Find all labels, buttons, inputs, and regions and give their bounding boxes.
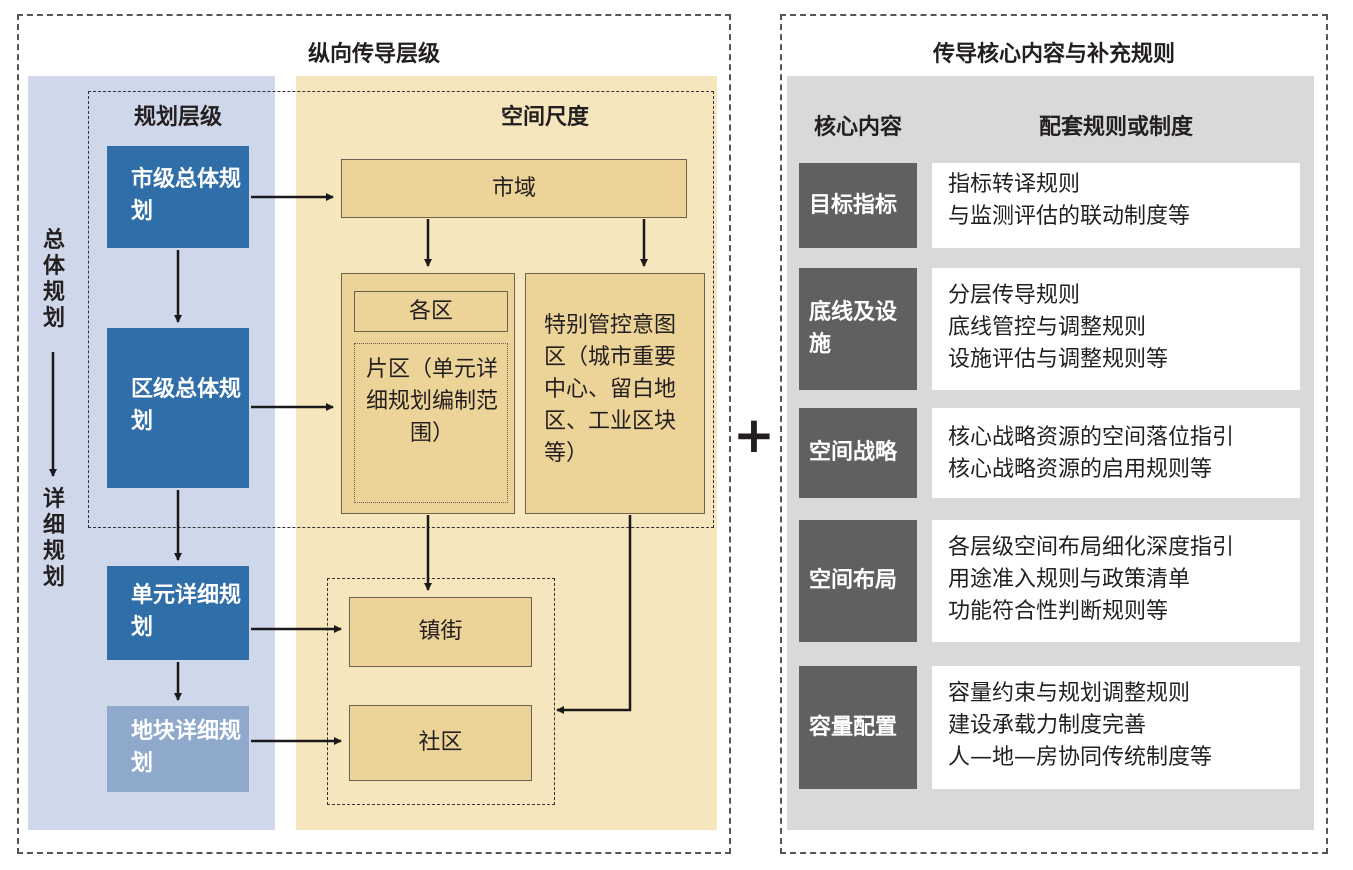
scale-zone: 片区（单元详细规划编制范围） (354, 343, 508, 503)
rule-line: 人—地—房协同传统制度等 (948, 745, 1213, 770)
rules-baseline: 分层传导规则 底线管控与调整规则 设施评估与调整规则等 (932, 268, 1300, 390)
left-panel-title: 纵向传导层级 (307, 42, 440, 67)
rule-line: 各层级空间布局细化深度指引 (948, 535, 1235, 560)
scale-community: 社区 (349, 705, 532, 781)
rule-line: 用途准入规则与政策清单 (948, 567, 1191, 592)
rule-line: 指标转译规则 (948, 172, 1081, 197)
rule-line: 核心战略资源的空间落位指引 (948, 425, 1235, 450)
rule-line: 与监测评估的联动制度等 (948, 204, 1191, 229)
col-head-rules: 配套规则或制度 (1038, 115, 1193, 140)
rule-line: 设施评估与调整规则等 (948, 347, 1169, 372)
side-label-master: 总体规划 (42, 228, 65, 331)
left-panel (17, 14, 731, 854)
level-plot-detail: 地块详细规划 (107, 706, 249, 792)
right-panel-title: 传导核心内容与补充规则 (932, 42, 1175, 67)
core-item-baseline: 底线及设施 (799, 268, 917, 390)
rules-capacity: 容量约束与规划调整规则 建设承载力制度完善 人—地—房协同传统制度等 (932, 666, 1300, 789)
col-head-scale: 空间尺度 (500, 105, 589, 130)
detail-scale-boundary (327, 578, 555, 805)
arrow-special-to-community (556, 515, 632, 714)
rule-line: 底线管控与调整规则 (948, 315, 1147, 340)
core-item-layout: 空间布局 (799, 520, 917, 642)
level-district-master: 区级总体规划 (107, 328, 249, 488)
level-unit-detail: 单元详细规划 (107, 566, 249, 660)
right-panel (780, 14, 1328, 854)
core-item-targets: 目标指标 (799, 163, 917, 248)
scale-town: 镇街 (349, 597, 532, 667)
col-head-core: 核心内容 (813, 115, 902, 140)
rule-line: 功能符合性判断规则等 (948, 599, 1169, 624)
level-city-master: 市级总体规划 (107, 146, 249, 248)
plus-sign: + (733, 406, 775, 464)
scale-city: 市域 (341, 159, 687, 218)
core-item-capacity: 容量配置 (799, 666, 917, 789)
rule-line: 容量约束与规划调整规则 (948, 681, 1191, 706)
core-item-strategy: 空间战略 (799, 408, 917, 498)
rules-strategy: 核心战略资源的空间落位指引 核心战略资源的启用规则等 (932, 408, 1300, 498)
col-head-levels: 规划层级 (133, 105, 222, 130)
rule-line: 建设承载力制度完善 (948, 713, 1147, 738)
rules-layout: 各层级空间布局细化深度指引 用途准入规则与政策清单 功能符合性判断规则等 (932, 520, 1300, 642)
scale-special-control: 特别管控意图区（城市重要中心、留白地区、工业区块等） (525, 273, 705, 514)
side-label-detail: 详细规划 (42, 487, 65, 590)
rule-line: 分层传导规则 (948, 283, 1081, 308)
master-plan-boundary (88, 91, 714, 528)
rule-line: 核心战略资源的启用规则等 (948, 457, 1213, 482)
scale-district: 各区 (354, 291, 508, 332)
rules-targets: 指标转译规则 与监测评估的联动制度等 (932, 163, 1300, 248)
